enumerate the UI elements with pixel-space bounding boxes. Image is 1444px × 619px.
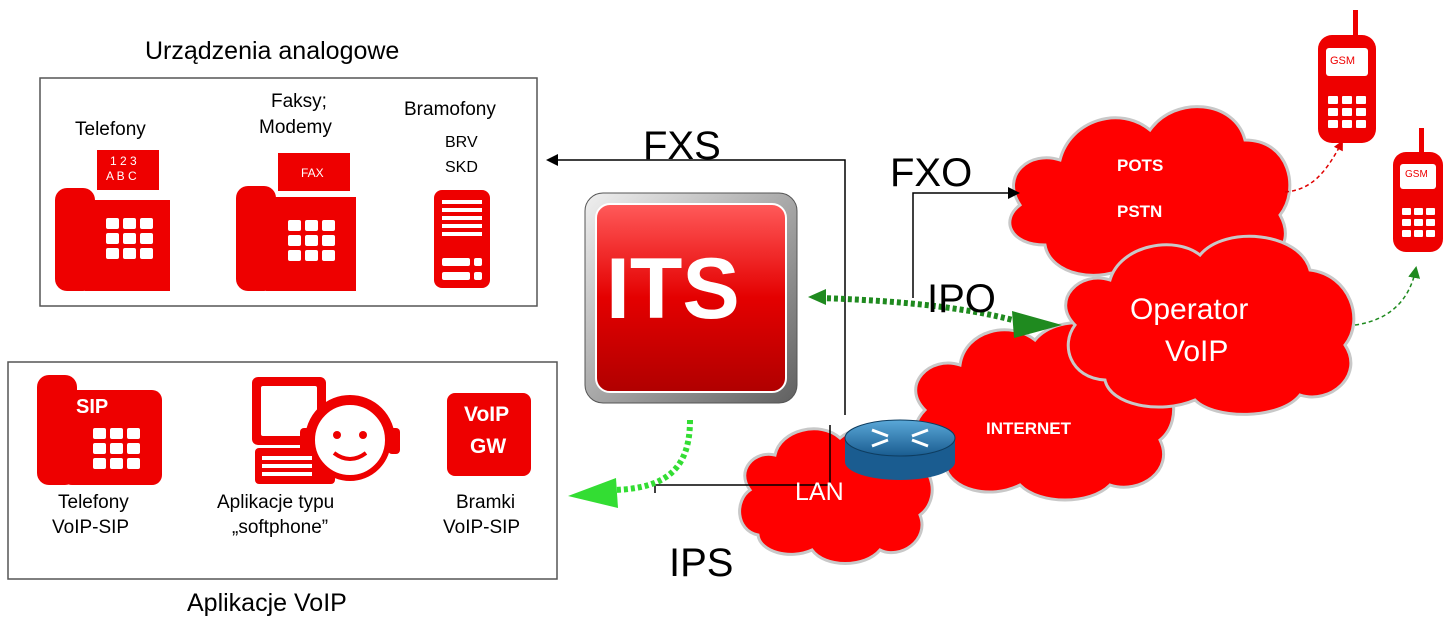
- operator-voip-cloud: [1064, 234, 1356, 416]
- sip-phones-label-line2: VoIP-SIP: [52, 517, 130, 538]
- operator-gsm-link: [1354, 266, 1421, 326]
- fxo-line: [912, 187, 1020, 298]
- lan-label: LAN: [795, 478, 844, 506]
- softphone-label-line1: Aplikacje typu: [217, 492, 335, 513]
- analog-devices-title: Urządzenia analogowe: [145, 37, 400, 65]
- door-intercom-icon: [434, 190, 490, 288]
- phones-label: Telefony: [75, 119, 146, 140]
- ipo-arrow: [808, 289, 1062, 338]
- analog-phone-icon: [55, 150, 170, 291]
- router-icon: [844, 419, 956, 480]
- door-intercom-label: Bramofony: [404, 99, 496, 120]
- sip-tag: SIP: [76, 396, 109, 418]
- voip-apps-title: Aplikacje VoIP: [187, 589, 347, 617]
- operator-label-line1: Operator: [1130, 293, 1249, 326]
- sip-phone-icon: [37, 375, 162, 485]
- pots-pstn-cloud: [1008, 105, 1292, 286]
- pstn-label: PSTN: [1117, 202, 1163, 221]
- internet-label: INTERNET: [986, 419, 1071, 438]
- door-intercom-sub1: BRV: [445, 134, 478, 151]
- voip-gw-tag-line2: GW: [470, 435, 507, 458]
- operator-label-line2: VoIP: [1165, 335, 1229, 368]
- ips-arrow: [568, 419, 693, 508]
- voip-gateway-icon: [447, 393, 531, 476]
- gsm-phone-icon: [1393, 128, 1443, 252]
- phone-keys-top: 1 2 3: [110, 154, 137, 168]
- fax-icon: [236, 153, 356, 291]
- gsm-label: GSM: [1405, 169, 1428, 180]
- pots-label: POTS: [1117, 156, 1164, 175]
- fxo-label: FXO: [890, 151, 973, 195]
- softphone-label-line2: „softphone”: [232, 517, 329, 538]
- ipo-label: IPO: [927, 277, 996, 321]
- ips-label: IPS: [669, 541, 734, 585]
- fxs-line: [546, 154, 846, 415]
- fax-label-line1: Faksy;: [271, 91, 327, 112]
- pots-gsm-link: [1284, 140, 1343, 193]
- softphone-icon: [252, 377, 400, 484]
- voip-gw-tag-line1: VoIP: [464, 403, 510, 426]
- ips-line: [654, 425, 831, 493]
- its-logo-text: ITS: [606, 241, 740, 337]
- voip-apps-box: [7, 361, 558, 580]
- fxs-label: FXS: [643, 124, 721, 168]
- voip-gw-label-line1: Bramki: [456, 492, 516, 513]
- its-logo: [584, 192, 798, 404]
- phone-keys-bottom: A B C: [106, 169, 137, 183]
- door-intercom-sub2: SKD: [445, 159, 478, 176]
- analog-devices-box: [39, 77, 538, 307]
- fax-tag: FAX: [301, 166, 324, 180]
- fax-label-line2: Modemy: [259, 117, 332, 138]
- gsm-phone-icon: [1318, 10, 1376, 143]
- gsm-label: GSM: [1330, 55, 1356, 67]
- voip-gw-label-line2: VoIP-SIP: [443, 517, 521, 538]
- sip-phones-label-line1: Telefony: [58, 492, 129, 513]
